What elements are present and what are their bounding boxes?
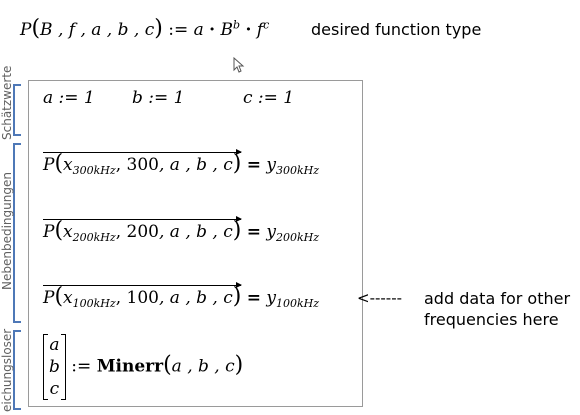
annotation-line-1: add data for other	[424, 289, 571, 308]
constraint-args: , a , b , c	[158, 222, 233, 242]
mouse-cursor-icon	[233, 57, 245, 73]
assign-operator: :=	[168, 20, 189, 40]
constraint-frequency: 300	[126, 155, 159, 175]
function-type-note: desired function type	[311, 20, 482, 39]
constraints-region-bracket	[13, 143, 21, 323]
multiply-dot: ·	[245, 20, 252, 40]
constraint-func: P	[43, 288, 55, 308]
close-paren: )	[232, 151, 242, 176]
result-vector-b: b	[49, 357, 60, 377]
multiply-dot: ·	[209, 20, 216, 40]
constraint-args: , a , b , c	[158, 155, 233, 175]
annotation-arrow: <------	[357, 289, 403, 307]
constraint-row[interactable]: P(x100kHz, 100, a , b , c) = y100kHz	[43, 284, 319, 309]
comma: ,	[115, 222, 127, 242]
rhs-c-exponent: c	[263, 18, 270, 32]
comma: ,	[115, 288, 127, 308]
equals-operator: =	[246, 222, 261, 242]
solve-block[interactable]	[28, 80, 363, 407]
solver-region-bracket	[13, 330, 21, 410]
constraint-vectorized-expr: P(x300kHz, 300, a , b , c)	[43, 151, 242, 177]
guess-b[interactable]: b := 1	[132, 88, 185, 108]
constraint-vectorized-expr: P(x200kHz, 200, a , b , c)	[43, 218, 242, 244]
constraint-vectorized-expr: P(x100kHz, 100, a , b , c)	[43, 284, 242, 310]
guess-c[interactable]: c := 1	[243, 88, 295, 108]
constraint-func: P	[43, 222, 55, 242]
rhs-b-exponent: b	[232, 18, 241, 32]
constraint-func: P	[43, 155, 55, 175]
close-paren: )	[234, 352, 244, 378]
guess-a[interactable]: a := 1	[43, 88, 95, 108]
constraint-x: x	[63, 288, 73, 308]
constraint-y: y	[266, 222, 277, 242]
solver-expression[interactable]: a b c := Minerr(a , b , c)	[43, 334, 243, 400]
rhs-f: f	[256, 20, 264, 40]
rhs-B: B	[220, 20, 233, 40]
equals-operator: =	[246, 155, 261, 175]
constraint-frequency: 100	[126, 288, 159, 308]
constraint-x-subscript: 100kHz	[72, 297, 116, 310]
solver-args: a , b , c	[171, 356, 235, 377]
guess-values-region-label: Schätzwerte	[0, 65, 14, 140]
constraint-x: x	[63, 222, 73, 242]
open-paren: (	[54, 151, 64, 176]
equals-operator: =	[246, 288, 261, 308]
open-paren: (	[54, 218, 64, 243]
open-paren: (	[54, 284, 64, 309]
constraint-y-subscript: 300kHz	[276, 164, 320, 177]
solver-function: Minerr	[96, 356, 164, 377]
constraint-args: , a , b , c	[158, 288, 233, 308]
constraint-x-subscript: 200kHz	[72, 231, 116, 244]
constraint-frequency: 200	[126, 222, 159, 242]
constraint-x: x	[63, 155, 73, 175]
result-vector-c: c	[49, 379, 60, 399]
constraint-x-subscript: 300kHz	[72, 164, 116, 177]
function-args: B , f , a , b , c	[40, 20, 155, 40]
annotation-line-2: frequencies here	[424, 310, 559, 329]
constraint-y-subscript: 200kHz	[276, 231, 320, 244]
constraint-y-subscript: 100kHz	[276, 297, 320, 310]
open-paren: (	[163, 352, 172, 378]
rhs-a: a	[193, 20, 204, 40]
comma: ,	[115, 155, 127, 175]
guess-values-region-bracket	[13, 84, 21, 136]
assign-operator: :=	[71, 356, 92, 377]
constraint-row[interactable]: P(x200kHz, 200, a , b , c) = y200kHz	[43, 218, 319, 243]
result-vector-a: a	[49, 335, 60, 355]
solver-region-label: eichungsloser	[0, 328, 14, 412]
close-paren: )	[154, 16, 163, 41]
function-name: P	[20, 20, 32, 40]
constraints-region-label: Nebenbedingungen	[0, 172, 14, 290]
function-definition[interactable]: P(B , f , a , b , c) := a · Bb · fc	[20, 16, 269, 41]
constraint-y: y	[266, 155, 277, 175]
constraint-row[interactable]: P(x300kHz, 300, a , b , c) = y300kHz	[43, 151, 319, 176]
constraint-y: y	[266, 288, 277, 308]
close-paren: )	[232, 218, 242, 243]
close-paren: )	[232, 284, 242, 309]
open-paren: (	[31, 16, 41, 41]
result-vector: a b c	[43, 334, 66, 400]
